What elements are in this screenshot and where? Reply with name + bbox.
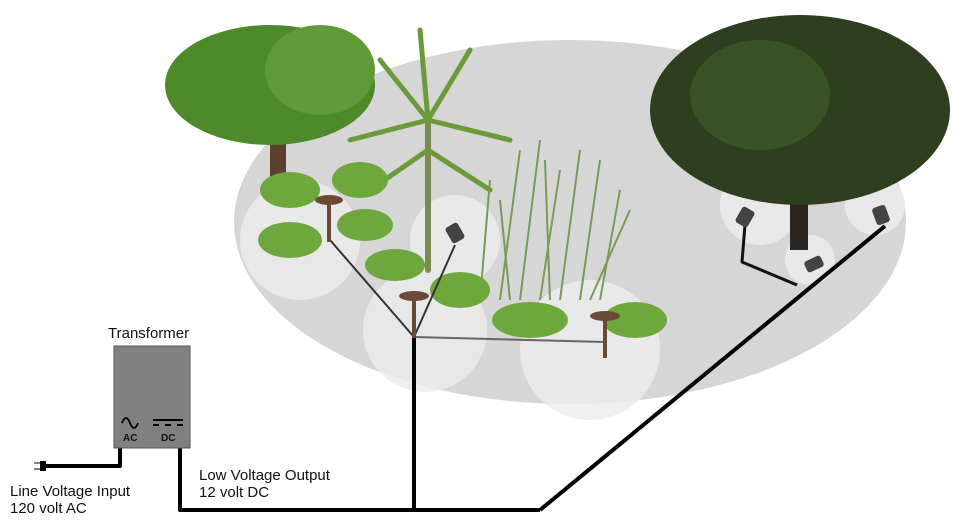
ac-sine-icon [121, 417, 139, 429]
ornamental-grass [479, 139, 631, 301]
transformer: AC DC [113, 345, 191, 449]
shrubs [258, 162, 667, 338]
palm-tree [347, 27, 513, 273]
ac-label: AC [123, 433, 137, 444]
output-label-line2: 12 volt DC [199, 484, 270, 501]
input-label-line2: 120 volt AC [10, 500, 87, 517]
output-label-line1: Low Voltage Output [199, 467, 330, 484]
dc-label: DC [161, 433, 175, 444]
output-label: Low Voltage Output 12 volt DC [199, 467, 330, 501]
tree-left [165, 25, 375, 190]
tree-right [650, 15, 950, 250]
spotlights [445, 204, 890, 273]
input-label-line1: Line Voltage Input [10, 483, 131, 500]
input-label: Line Voltage Input 120 volt AC [10, 483, 130, 517]
dc-symbol-icon [153, 419, 183, 426]
plug-icon [34, 461, 46, 471]
transformer-title: Transformer [108, 325, 190, 342]
path-lights [315, 195, 620, 358]
